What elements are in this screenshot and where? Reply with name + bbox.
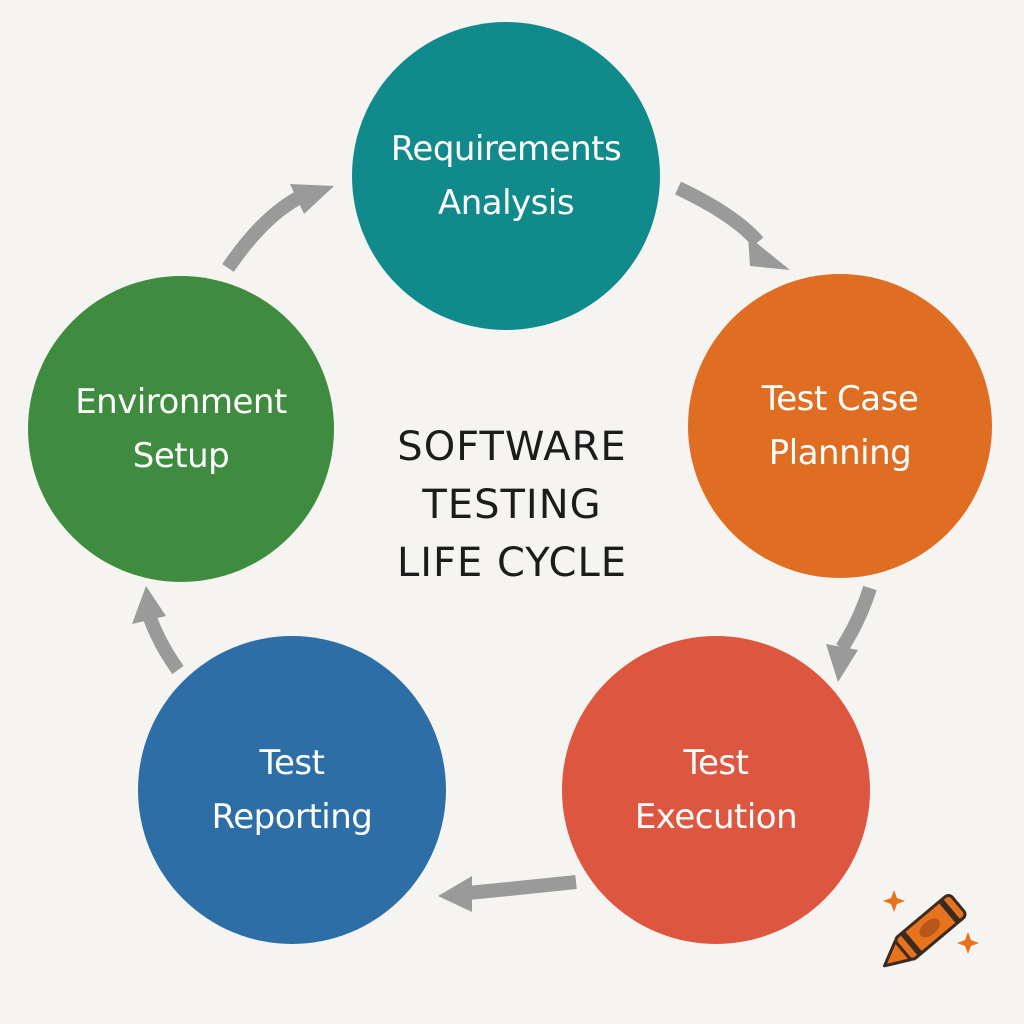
stage-label-line: Execution (634, 797, 798, 837)
arrow-execution-to-reporting (467, 875, 577, 900)
arrow-reporting-to-setup (143, 615, 184, 675)
arrowhead-reporting (438, 876, 472, 912)
stage-test-reporting: Test Reporting (138, 636, 446, 944)
arrowhead-execution (826, 644, 858, 682)
crayon-icon (883, 890, 979, 968)
stage-test-execution: Test Execution (562, 636, 870, 944)
arrow-requirements-to-planning (675, 181, 764, 247)
stage-label-line: Analysis (437, 183, 575, 223)
sparkle-icon (957, 932, 979, 954)
stage-test-case-planning: Test Case Planning (688, 274, 992, 578)
stage-requirements-analysis: Requirements Analysis (352, 22, 660, 330)
arrowhead-requirements (290, 184, 334, 214)
stage-label-line: Test (683, 743, 749, 783)
diagram-title: SOFTWARE TESTING LIFE CYCLE (362, 418, 662, 592)
arrowhead-planning (748, 236, 790, 270)
arrowhead-setup (132, 586, 166, 624)
title-line: LIFE CYCLE (396, 540, 628, 586)
stage-label-line: Reporting (211, 797, 373, 837)
arrow-setup-to-requirements (222, 191, 302, 272)
title-line: SOFTWARE (397, 424, 627, 470)
stage-label-line: Requirements (390, 129, 622, 169)
stage-environment-setup: Environment Setup (28, 276, 334, 582)
stage-label-line: Test (259, 743, 325, 783)
title-line: TESTING (422, 482, 602, 528)
stage-label-line: Planning (768, 433, 912, 473)
stage-label-line: Test Case (761, 379, 919, 419)
sparkle-icon (883, 890, 905, 912)
stage-label-line: Environment (75, 382, 287, 422)
stage-label-line: Setup (132, 436, 230, 476)
arrow-planning-to-execution (836, 585, 877, 652)
